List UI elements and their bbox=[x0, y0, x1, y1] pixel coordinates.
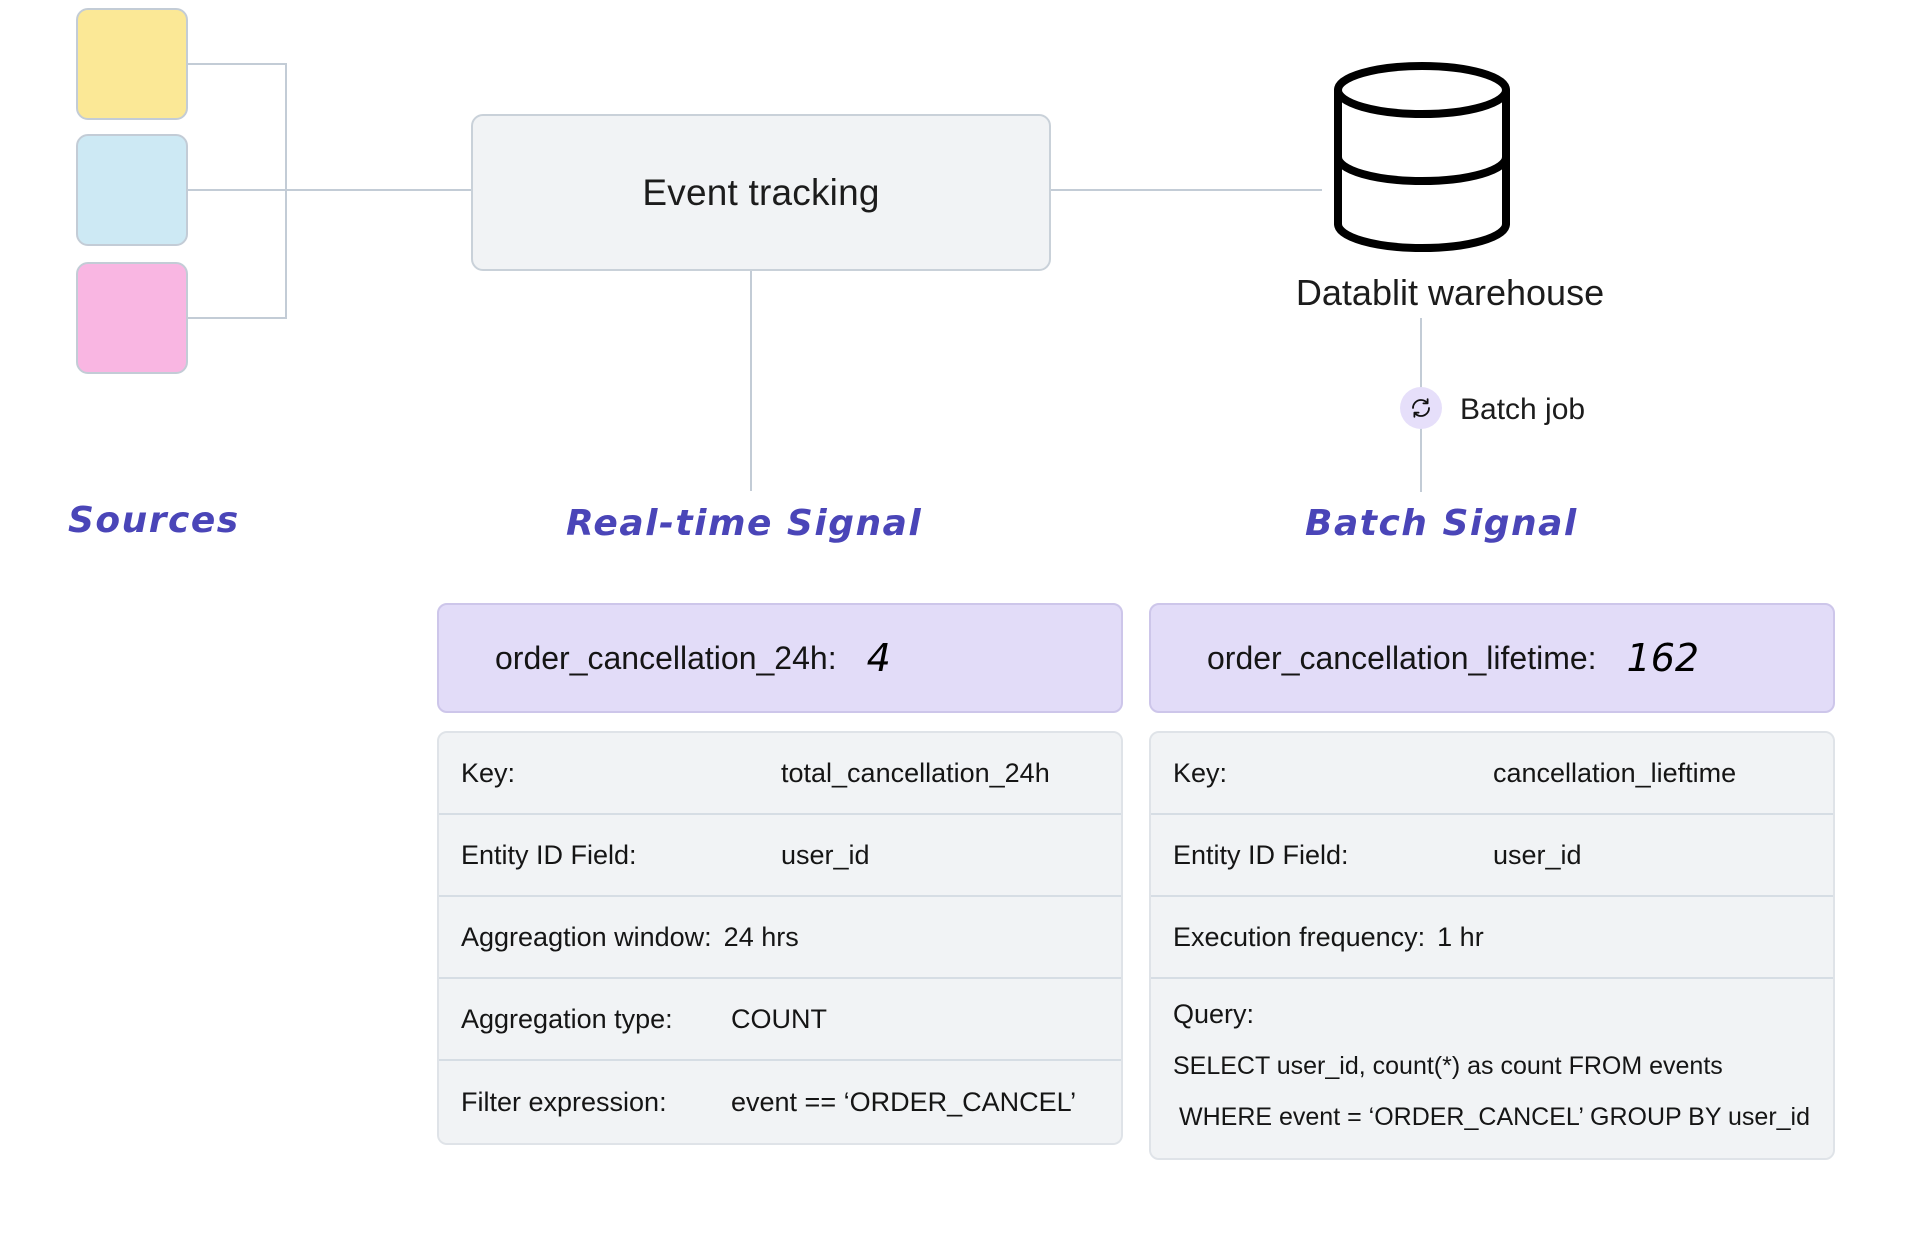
connector-source-yellow bbox=[188, 63, 286, 65]
event-tracking-node[interactable]: Event tracking bbox=[471, 114, 1051, 271]
connector-warehouse-to-batchjob bbox=[1420, 318, 1422, 390]
row-value: COUNT bbox=[731, 1003, 827, 1034]
connector-batchjob-to-batch-signal bbox=[1420, 428, 1422, 492]
connector-source-blue bbox=[188, 189, 286, 191]
table-row: Execution frequency: 1 hr bbox=[1151, 897, 1833, 979]
realtime-signal-value: 4 bbox=[866, 636, 891, 680]
warehouse-label: Datablit warehouse bbox=[1295, 272, 1605, 313]
row-label: Aggregation type: bbox=[461, 1003, 673, 1034]
query-line-select: SELECT user_id, count(*) as count FROM e… bbox=[1173, 1052, 1723, 1080]
connector-source-bus bbox=[285, 63, 287, 319]
batch-signal-card: order_cancellation_lifetime: 162 Key: ca… bbox=[1149, 603, 1835, 1160]
connector-source-pink bbox=[188, 317, 286, 319]
row-label: Aggreagtion window: bbox=[461, 921, 712, 952]
realtime-card-header[interactable]: order_cancellation_24h: 4 bbox=[437, 603, 1123, 713]
row-value: user_id bbox=[781, 839, 870, 870]
connector-event-tracking-to-warehouse bbox=[1051, 189, 1322, 191]
table-row: Filter expression: event == ‘ORDER_CANCE… bbox=[439, 1061, 1121, 1143]
row-value: cancellation_lieftime bbox=[1493, 757, 1737, 788]
query-title: Query: bbox=[1173, 999, 1255, 1029]
row-value: event == ‘ORDER_CANCEL’ bbox=[731, 1086, 1077, 1117]
row-label: Entity ID Field: bbox=[1173, 839, 1349, 870]
row-value: total_cancellation_24h bbox=[781, 757, 1050, 788]
table-row: Entity ID Field: user_id bbox=[1151, 815, 1833, 897]
table-row: Aggregation type: COUNT bbox=[439, 979, 1121, 1061]
realtime-signal-card: order_cancellation_24h: 4 Key: total_can… bbox=[437, 603, 1123, 1145]
realtime-card-body: Key: total_cancellation_24h Entity ID Fi… bbox=[437, 731, 1123, 1145]
refresh-sync-icon[interactable] bbox=[1400, 387, 1442, 429]
row-label: Filter expression: bbox=[461, 1086, 667, 1117]
table-row: Key: total_cancellation_24h bbox=[439, 733, 1121, 815]
source-box-blue[interactable] bbox=[76, 134, 188, 246]
caption-batch-signal: Batch Signal bbox=[1305, 503, 1578, 544]
table-row: Key: cancellation_lieftime bbox=[1151, 733, 1833, 815]
table-row: Entity ID Field: user_id bbox=[439, 815, 1121, 897]
database-cylinder-icon bbox=[1322, 62, 1522, 252]
row-value: 1 hr bbox=[1437, 921, 1484, 952]
connector-event-tracking-to-realtime bbox=[750, 271, 752, 491]
row-value: 24 hrs bbox=[723, 921, 799, 952]
batch-signal-name: order_cancellation_lifetime: bbox=[1207, 639, 1597, 676]
source-box-yellow[interactable] bbox=[76, 8, 188, 120]
batch-signal-value: 162 bbox=[1626, 636, 1700, 680]
row-label: Key: bbox=[1173, 757, 1228, 788]
batch-card-body: Key: cancellation_lieftime Entity ID Fie… bbox=[1149, 731, 1835, 1160]
row-value: user_id bbox=[1493, 839, 1582, 870]
batch-job-label: Batch job bbox=[1460, 393, 1586, 426]
caption-sources: Sources bbox=[68, 500, 240, 541]
connector-bus-to-event-tracking bbox=[285, 189, 473, 191]
realtime-signal-name: order_cancellation_24h: bbox=[495, 639, 837, 676]
row-label: Entity ID Field: bbox=[461, 839, 637, 870]
query-line-where: WHERE event = ‘ORDER_CANCEL’ GROUP BY us… bbox=[1179, 1103, 1811, 1131]
batch-card-header[interactable]: order_cancellation_lifetime: 162 bbox=[1149, 603, 1835, 713]
caption-real-time-signal: Real-time Signal bbox=[566, 503, 923, 544]
table-row: Aggreagtion window: 24 hrs bbox=[439, 897, 1121, 979]
query-block: Query: SELECT user_id, count(*) as count… bbox=[1151, 979, 1833, 1158]
row-label: Execution frequency: bbox=[1173, 921, 1426, 952]
row-label: Key: bbox=[461, 757, 516, 788]
source-box-pink[interactable] bbox=[76, 262, 188, 374]
event-tracking-label: Event tracking bbox=[642, 171, 880, 213]
